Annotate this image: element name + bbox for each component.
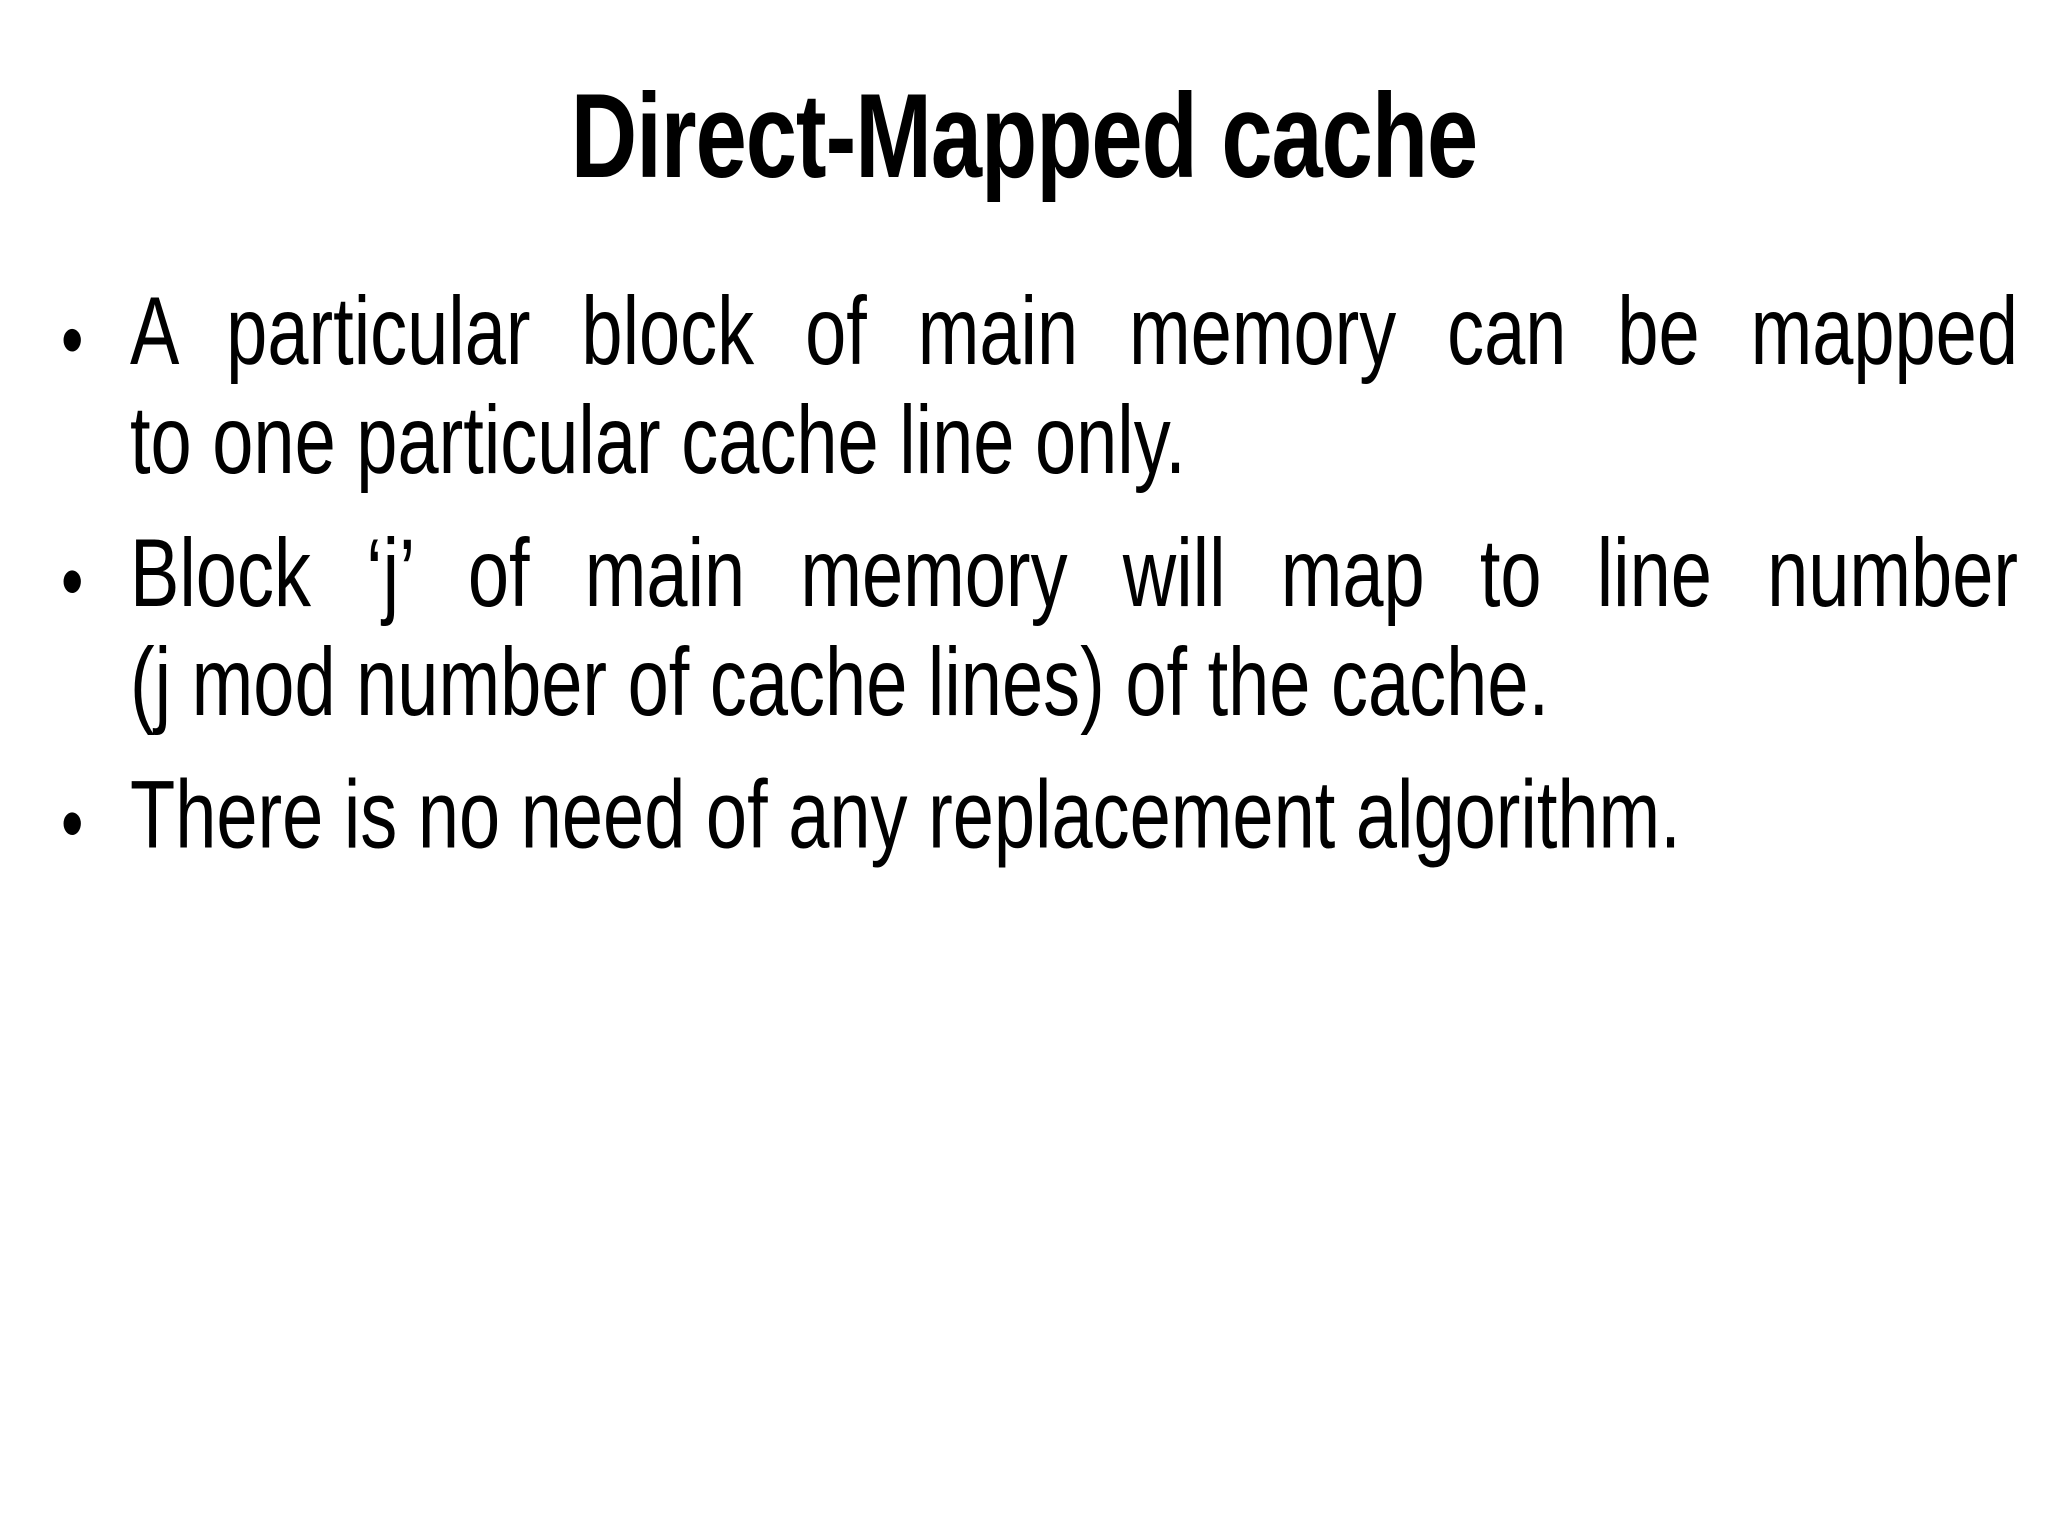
bullet-line: (j mod number of cache lines) of the cac… xyxy=(130,627,1550,736)
bullet-text: There is no need of any replacement algo… xyxy=(130,761,2018,870)
bullet-marker-icon: • xyxy=(61,292,84,387)
bullet-item: • There is no need of any replacement alg… xyxy=(61,761,2018,870)
bullet-text: Block ‘j’ of main memory will map to lin… xyxy=(130,519,2018,737)
bullet-line: There is no need of any replacement algo… xyxy=(130,760,1681,869)
bullet-list: • A particular block of main memory can b… xyxy=(0,277,2018,870)
bullet-marker-icon: • xyxy=(61,776,84,870)
bullet-text: A particular block of main memory can be… xyxy=(130,277,2018,495)
bullet-line: to one particular cache line only. xyxy=(130,386,1186,494)
bullet-line: A particular block of main memory can be… xyxy=(130,276,2018,385)
bullet-item: • Block ‘j’ of main memory will map to li… xyxy=(61,519,2018,737)
slide-title: Direct-Mapped cache xyxy=(570,70,1478,203)
bullet-line: Block ‘j’ of main memory will map to lin… xyxy=(130,518,2018,627)
bullet-item: • A particular block of main memory can b… xyxy=(61,277,2018,495)
bullet-marker-icon: • xyxy=(61,534,84,628)
